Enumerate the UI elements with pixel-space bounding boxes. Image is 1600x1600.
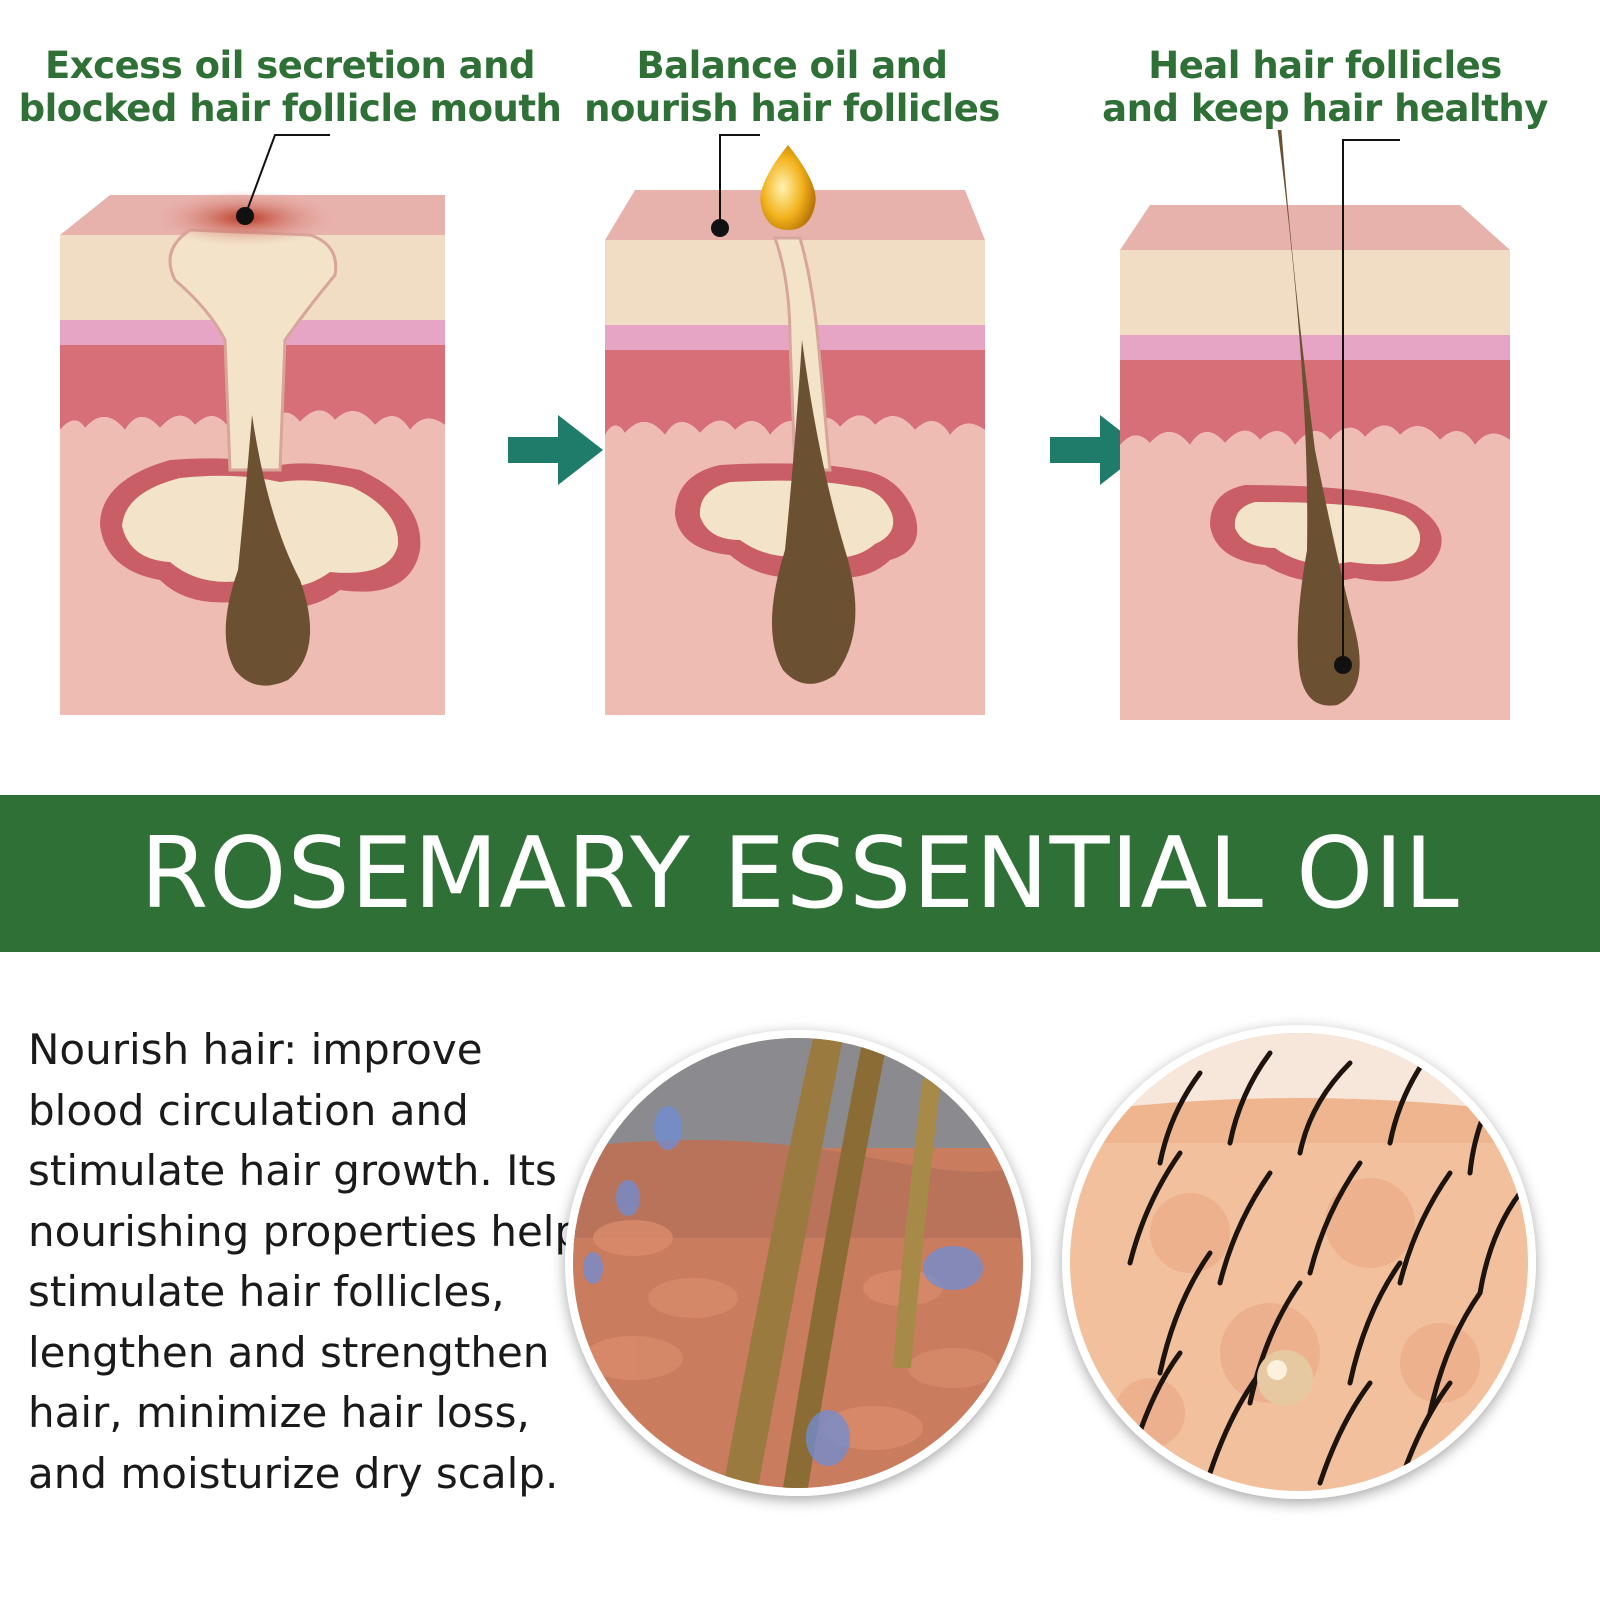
caption-blocked-follicle: Excess oil secretion and blocked hair fo…	[18, 44, 562, 130]
skin-diagram-healthy	[1120, 130, 1510, 720]
caption-balance-oil: Balance oil and nourish hair follicles	[584, 44, 1000, 130]
title-banner: ROSEMARY ESSENTIAL OIL	[0, 795, 1600, 952]
hair-moisture-closeup-image	[565, 1030, 1031, 1496]
scalp-follicles-closeup-image	[1062, 1025, 1536, 1499]
caption-healthy-hair: Heal hair follicles and keep hair health…	[1102, 44, 1548, 130]
banner-title: ROSEMARY ESSENTIAL OIL	[140, 816, 1460, 931]
oil-drop-icon	[760, 145, 816, 230]
arrow-right-icon	[508, 415, 603, 485]
skin-diagram-blocked	[60, 134, 445, 715]
benefit-description: Nourish hair: improve blood circulation …	[28, 1025, 582, 1498]
skin-diagram-balancing	[605, 134, 985, 715]
